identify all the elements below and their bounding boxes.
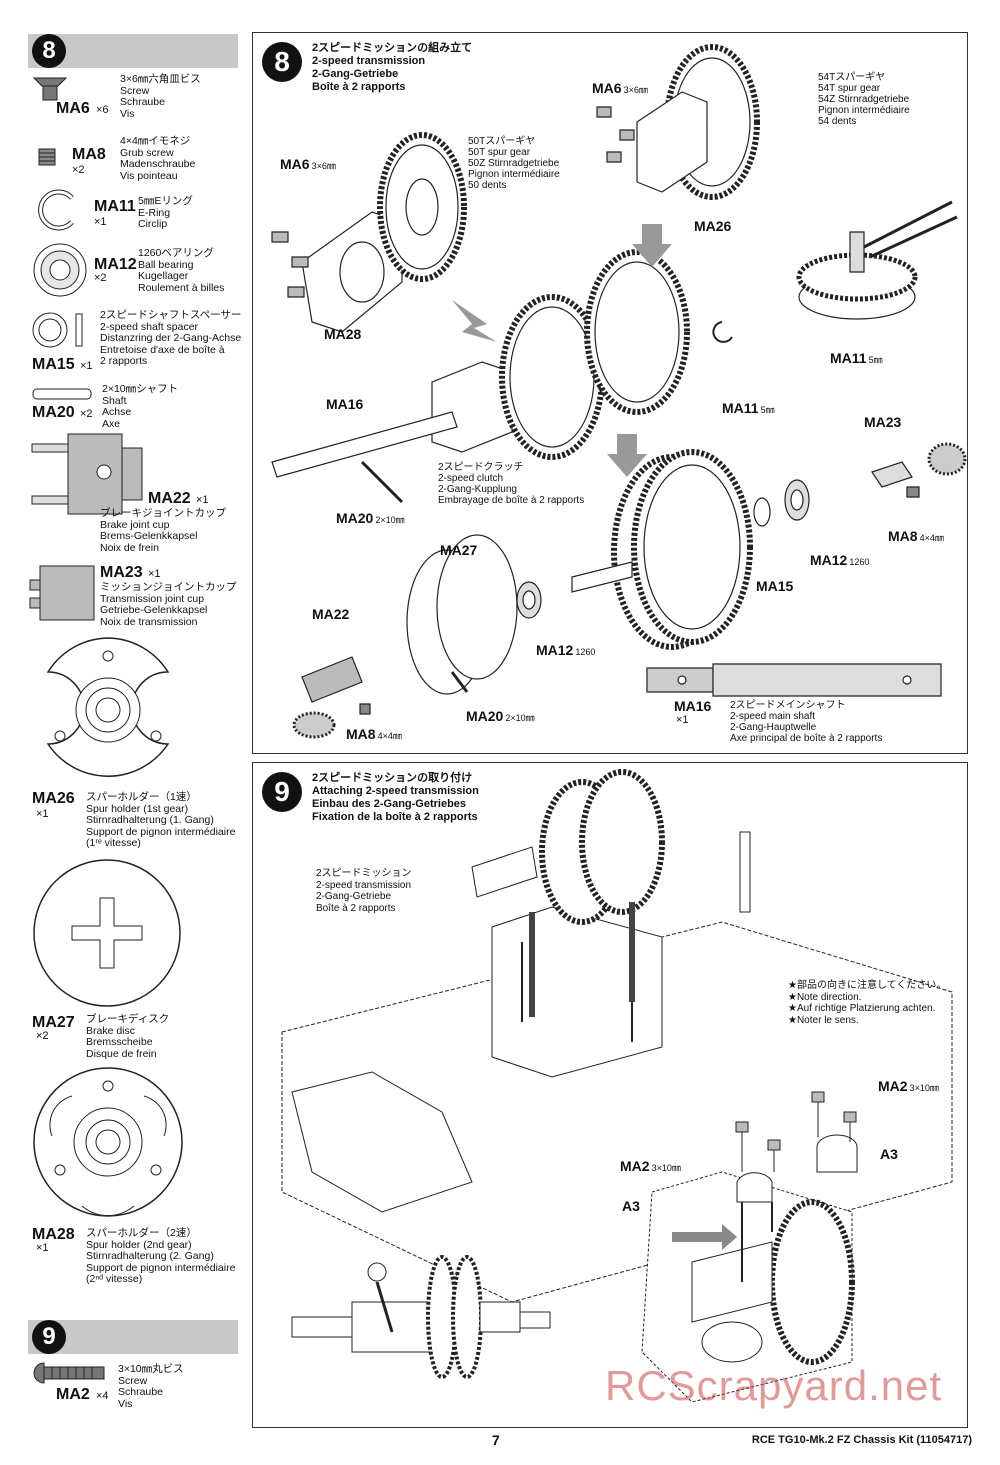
transmission-assembly-label: 2スピードミッション 2-speed transmission 2-Gang-G… <box>316 868 412 914</box>
ma28-spur-holder-icon <box>32 1066 184 1218</box>
part-desc-ma20: 2×10㎜シャフト Shaft Achse Axe <box>102 383 179 430</box>
part-code-ma22: MA22 <box>148 490 191 507</box>
label-ma23: MA23 <box>864 414 902 430</box>
ma12-bearing-icon <box>32 242 88 298</box>
label-ma16-shaft: MA16 <box>674 698 712 714</box>
page-number: 7 <box>492 1432 500 1448</box>
step9-title: 2スピードミッションの取り付け Attaching 2-speed transm… <box>312 772 479 823</box>
label-ma27: MA27 <box>440 542 478 558</box>
direction-note: ★部品の向きに注意してください。 ★Note direction. ★Auf r… <box>788 980 947 1026</box>
part-desc-ma26: スパーホルダー（1速） Spur holder (1st gear) Stirn… <box>86 791 236 849</box>
part-qty-ma2: ×4 <box>96 1390 109 1402</box>
part-code-ma27: MA27 <box>32 1014 75 1031</box>
part-code-ma8: MA8 <box>72 146 106 163</box>
part-desc-ma27: ブレーキディスク Brake disc Bremsscheibe Disque … <box>86 1013 170 1060</box>
ma8-grub-screw-icon <box>38 148 56 166</box>
part-code-ma15: MA15 <box>32 356 75 373</box>
part-desc-ma15: 2スピードシャフトスペーサー 2-speed shaft spacer Dist… <box>100 309 242 367</box>
kit-name: RCE TG10-Mk.2 FZ Chassis Kit (11054717) <box>751 1434 972 1446</box>
ma6-screw-icon <box>32 76 68 102</box>
label-ma26: MA26 <box>694 218 732 234</box>
label-ma16: MA16 <box>326 396 364 412</box>
label-ma16-qty: ×1 <box>676 714 689 726</box>
ma6-screw-left <box>272 232 308 297</box>
part-qty-ma28: ×1 <box>36 1242 49 1254</box>
ma6-screw-right <box>597 107 634 162</box>
part-code-ma11: MA11 <box>94 198 136 215</box>
ma2-screw-icon <box>32 1362 106 1384</box>
ma20-shaft-icon <box>32 388 92 400</box>
part-qty-ma22: ×1 <box>196 494 209 506</box>
ma27-brake-disc-icon <box>32 858 182 1008</box>
part-desc-ma8: 4×4㎜イモネジ Grub screw Madenschraube Vis po… <box>120 135 196 182</box>
part-qty-ma11: ×1 <box>94 216 107 228</box>
part-qty-ma23: ×1 <box>148 568 161 580</box>
part-code-ma2: MA2 <box>56 1386 90 1403</box>
part-desc-ma23: ミッションジョイントカップ Transmission joint cup Get… <box>100 581 237 628</box>
part-code-ma23: MA23 <box>100 564 143 581</box>
ma26-spur-holder-icon <box>34 636 182 784</box>
ma23-transmission-cup-icon <box>30 566 96 622</box>
label-ma15: MA15 <box>756 578 794 594</box>
part-code-ma12: MA12 <box>94 256 137 273</box>
watermark-text: RCScrapyard.net <box>605 1362 943 1409</box>
ma15-spacer-icon <box>32 310 92 350</box>
label-ma28: MA28 <box>324 326 362 342</box>
step8-assembly-drawing <box>252 32 966 752</box>
part-code-ma6: MA6 <box>56 100 90 117</box>
step8-parts-badge: 8 <box>32 34 66 68</box>
gear-54t-label: 54Tスパーギヤ 54T spur gear 54Z Stirnradgetri… <box>818 72 910 127</box>
part-qty-ma6: ×6 <box>96 104 109 116</box>
part-code-ma26: MA26 <box>32 790 75 807</box>
part-qty-ma8: ×2 <box>72 164 85 176</box>
label-a3-left: A3 <box>622 1198 640 1214</box>
mainshaft-label: 2スピードメインシャフト 2-speed main shaft 2-Gang-H… <box>730 700 883 744</box>
label-ma22: MA22 <box>312 606 350 622</box>
step8-badge: 8 <box>262 42 302 82</box>
part-qty-ma12: ×2 <box>94 272 107 284</box>
part-desc-ma6: 3×6㎜六角皿ビス Screw Schraube Vis <box>120 73 201 120</box>
label-a3-right: A3 <box>880 1146 898 1162</box>
part-code-ma20: MA20 <box>32 404 75 421</box>
part-desc-ma22: ブレーキジョイントカップ Brake joint cup Brems-Gelen… <box>100 507 226 554</box>
step9-badge: 9 <box>262 772 302 812</box>
ma11-eclip-icon <box>32 190 82 230</box>
part-desc-ma11: 5㎜Eリング E-Ring Circlip <box>138 195 193 230</box>
part-desc-ma28: スパーホルダー（2速） Spur holder (2nd gear) Stirn… <box>86 1227 236 1285</box>
part-qty-ma26: ×1 <box>36 808 49 820</box>
ma22-brake-cup-icon <box>32 434 144 514</box>
step9-assembly-drawing <box>252 762 966 1426</box>
part-qty-ma27: ×2 <box>36 1030 49 1042</box>
clutch-label: 2スピードクラッチ 2-speed clutch 2-Gang-Kupplung… <box>438 462 585 506</box>
gear-50t-label: 50Tスパーギヤ 50T spur gear 50Z Stirnradgetri… <box>468 136 560 191</box>
step9-parts-badge: 9 <box>32 1320 66 1354</box>
step8-title: 2スピードミッションの組み立て 2-speed transmission 2-G… <box>312 42 473 93</box>
part-desc-ma12: 1260ベアリング Ball bearing Kugellager Roulem… <box>138 247 225 294</box>
part-qty-ma15: ×1 <box>80 360 93 372</box>
part-qty-ma20: ×2 <box>80 408 93 420</box>
part-desc-ma2: 3×10㎜丸ビス Screw Schraube Vis <box>118 1363 184 1410</box>
part-code-ma28: MA28 <box>32 1226 75 1243</box>
